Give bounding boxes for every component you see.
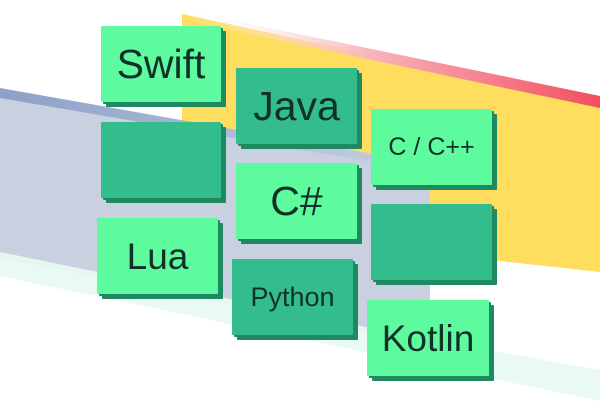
tile-csharp: C# [236,163,357,239]
tile-c-cpp-label: C / C++ [388,132,475,161]
tile-blank-right [371,204,492,280]
tile-python: Python [232,259,353,335]
tile-python-label: Python [250,281,335,312]
tile-lua-label: Lua [126,235,189,277]
red-stripe [182,10,600,108]
tile-swift-label: Swift [116,40,206,87]
tile-java-label: Java [253,82,340,129]
tile-swift: Swift [101,26,221,102]
tile-csharp-label: C# [270,177,323,224]
tile-lua: Lua [97,218,218,294]
tile-kotlin-label: Kotlin [381,317,475,359]
tile-kotlin: Kotlin [367,300,489,376]
tile-blank-left [101,122,221,198]
tile-c-cpp: C / C++ [371,109,492,185]
tile-java: Java [236,68,357,144]
